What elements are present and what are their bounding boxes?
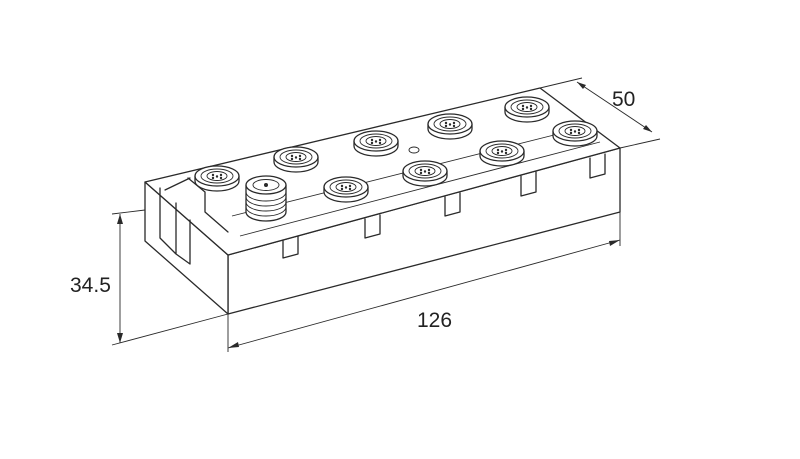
socket-connector	[353, 130, 399, 157]
dimension-length-label: 126	[417, 309, 452, 332]
dimension-width: 50	[539, 77, 661, 149]
dimension-height: 34.5	[70, 209, 229, 346]
socket-connector	[479, 140, 525, 167]
dimension-width-label: 50	[612, 88, 635, 111]
socket-connector	[504, 96, 550, 123]
front-tabs	[282, 153, 606, 259]
socket-connector	[323, 176, 369, 203]
connector-sockets	[194, 96, 598, 203]
socket-connector	[273, 146, 319, 173]
screw-hole	[408, 146, 420, 154]
socket-connector	[427, 113, 473, 140]
main-plug-connector	[245, 175, 287, 222]
distribution-box	[144, 87, 621, 315]
socket-connector	[402, 160, 448, 187]
socket-connector	[552, 120, 598, 147]
dimension-length: 126	[227, 212, 621, 352]
dimension-height-label: 34.5	[70, 274, 111, 297]
socket-connector	[194, 165, 240, 192]
mounting-slot-left	[159, 187, 191, 265]
